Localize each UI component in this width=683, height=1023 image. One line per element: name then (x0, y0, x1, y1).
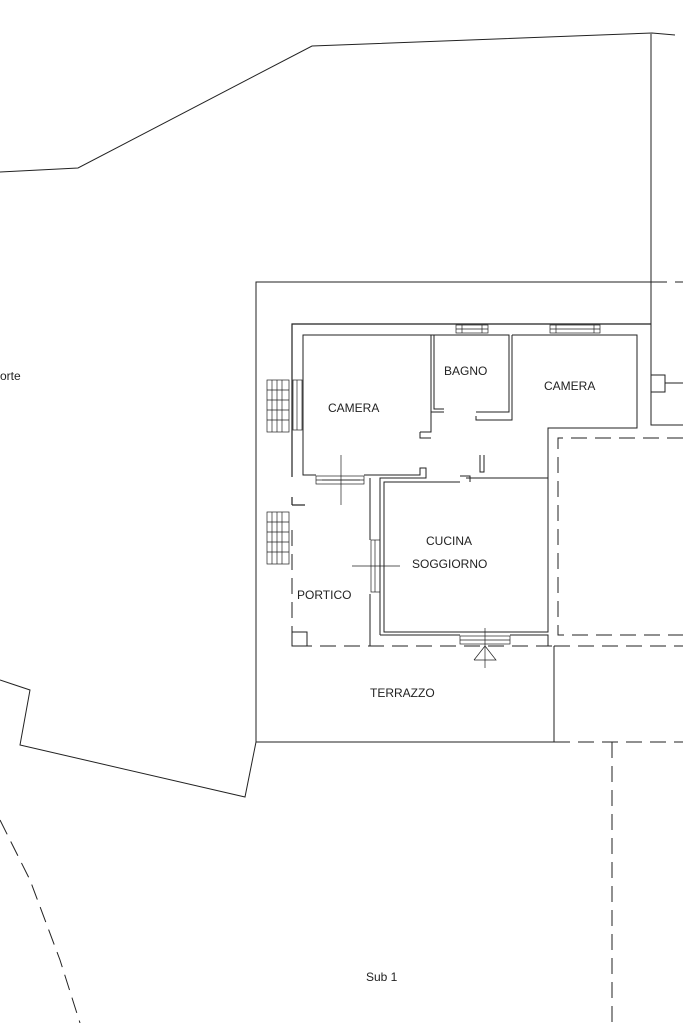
property-boundary-top (0, 32, 676, 173)
portico-dashed (291, 530, 554, 647)
room-camera-left-wall (364, 467, 427, 635)
room-camera-right-wall (383, 334, 638, 633)
label-camera-left: CAMERA (328, 401, 379, 415)
grille-lower (266, 511, 290, 565)
label-portico: PORTICO (297, 588, 351, 602)
wall-stub (479, 455, 485, 473)
label-terrazzo: TERRAZZO (370, 686, 435, 700)
label-sub: Sub 1 (366, 970, 398, 984)
property-boundary-bottom (0, 679, 257, 798)
room-camera-left-wall (419, 432, 431, 439)
lower-left-dashed (0, 819, 81, 1023)
wall-stub (460, 475, 471, 482)
room-bagno-wall (430, 335, 444, 413)
label-corte: orte (0, 369, 21, 383)
label-camera-right: CAMERA (544, 379, 595, 393)
window-camera-left (292, 379, 303, 431)
window-cucina-terrazzo (459, 628, 511, 668)
annex-wall (650, 324, 683, 426)
label-cucina: CUCINA (426, 534, 472, 548)
room-bagno-wall (433, 335, 444, 410)
room-bagno-wall (431, 334, 510, 413)
room-camera-left-wall (302, 334, 432, 476)
label-bagno: BAGNO (444, 364, 487, 378)
column (291, 631, 308, 647)
label-soggiorno: SOGGIORNO (412, 557, 487, 571)
kitchen-wall (510, 634, 549, 646)
lot-outline (255, 281, 651, 742)
room-bagno-wall (475, 335, 513, 421)
window-bagno (455, 324, 489, 334)
window-camera-portico (315, 455, 365, 505)
grille-upper (266, 379, 290, 433)
building-outer-wall (291, 323, 651, 477)
window-cucina-portico (352, 539, 400, 593)
window-camera-right (549, 324, 601, 334)
annex-dashed (557, 437, 683, 636)
